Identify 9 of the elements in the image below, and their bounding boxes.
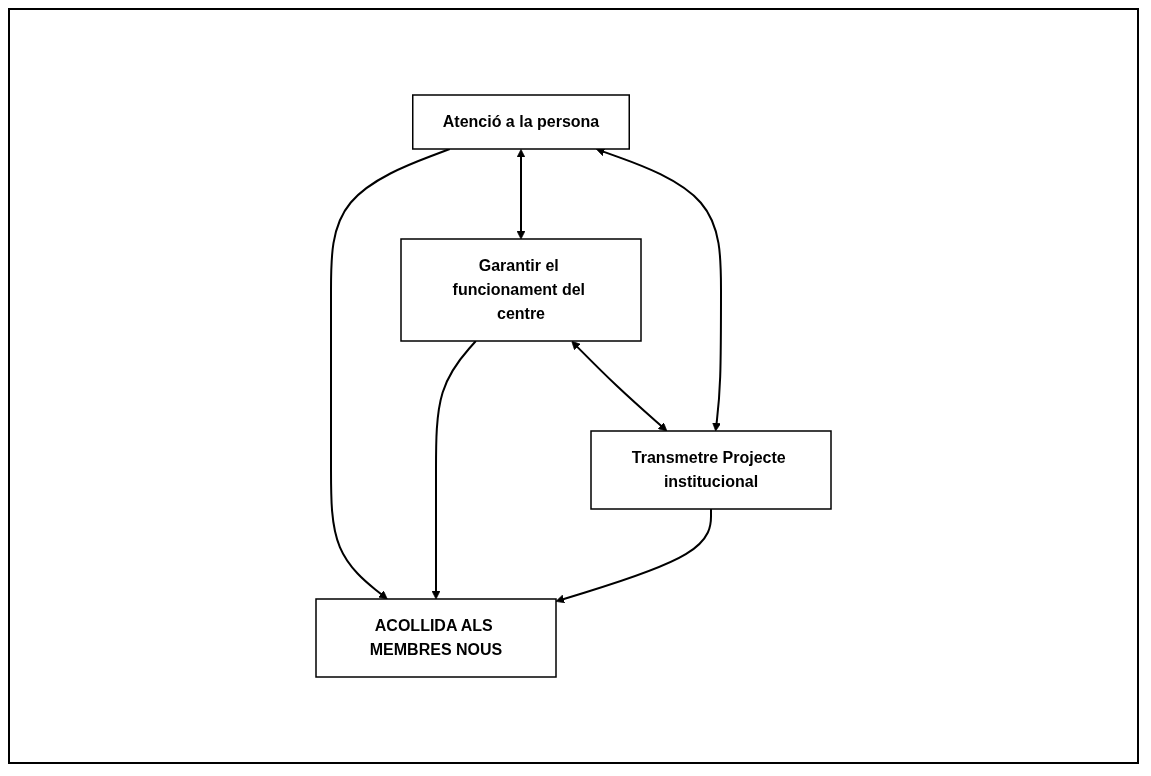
arrow xyxy=(431,340,477,600)
arrow xyxy=(516,149,526,240)
node-box: ACOLLIDA ALS MEMBRES NOUS xyxy=(315,598,557,678)
node-box: Transmetre Projecte institucional xyxy=(590,430,832,510)
node-box: Garantir el funcionament del centre xyxy=(400,238,642,342)
arrow xyxy=(330,148,451,600)
arrow xyxy=(555,508,712,604)
arrow xyxy=(571,340,668,432)
node-box: Atenció a la persona xyxy=(412,94,630,150)
